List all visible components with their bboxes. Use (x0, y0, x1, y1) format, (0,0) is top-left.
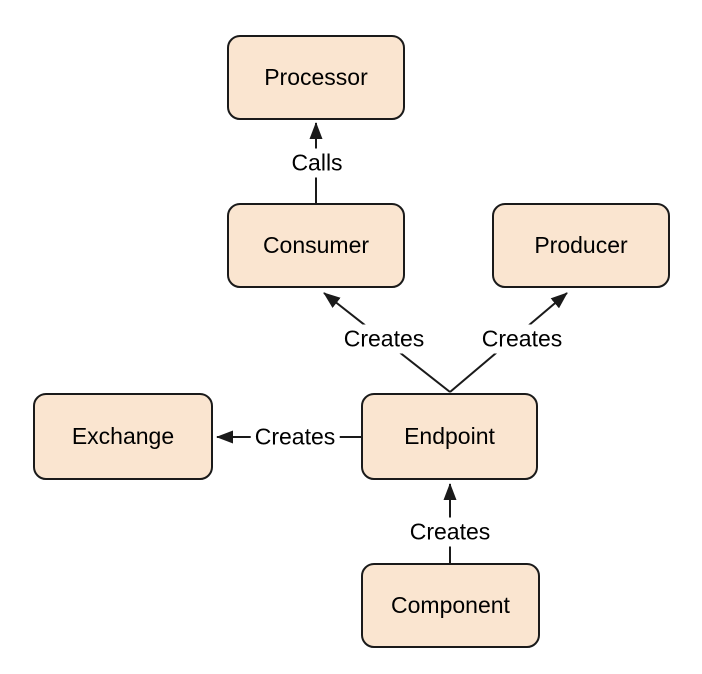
node-endpoint: Endpoint (361, 393, 538, 480)
edge-label-creates-component: Creates (405, 517, 495, 547)
node-endpoint-label: Endpoint (404, 423, 495, 449)
node-exchange-label: Exchange (71, 423, 175, 449)
node-processor-label: Processor (264, 64, 368, 90)
edge-label-calls: Calls (287, 148, 347, 178)
edge-label-creates-exchange: Creates (250, 422, 340, 452)
node-component-label: Component (391, 592, 510, 618)
node-component: Component (361, 563, 540, 648)
node-exchange: Exchange (33, 393, 213, 480)
edge-label-creates-producer: Creates (477, 324, 567, 354)
node-producer-label: Producer (534, 232, 628, 258)
node-processor: Processor (227, 35, 405, 120)
edge-label-creates-consumer: Creates (339, 324, 429, 354)
node-consumer: Consumer (227, 203, 405, 288)
node-consumer-label: Consumer (262, 232, 370, 258)
node-producer: Producer (492, 203, 670, 288)
